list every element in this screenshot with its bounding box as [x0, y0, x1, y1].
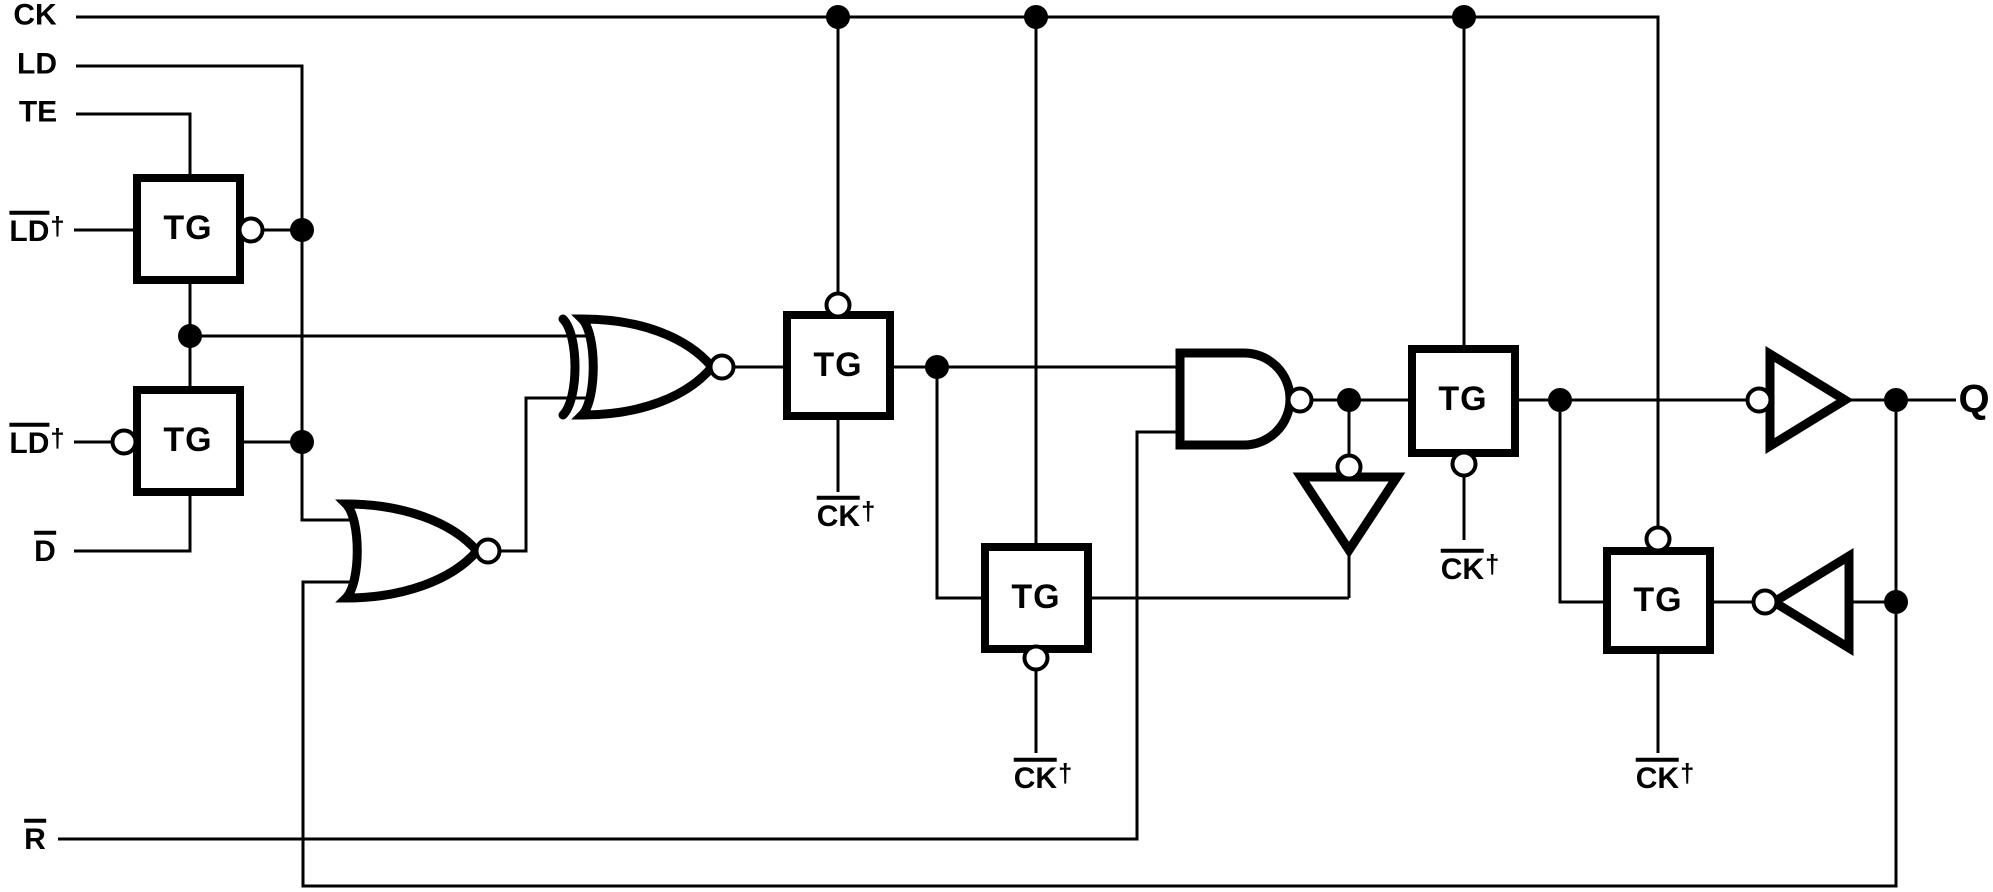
bubble-tg3-clock: [824, 291, 852, 319]
transmission-gate-d-load: [133, 386, 244, 496]
dagger-icon: †: [861, 497, 876, 526]
input-label-d-bar: D: [34, 530, 56, 568]
junction-ck-tg4: [1024, 5, 1048, 29]
bubble-tg5-clock: [1450, 450, 1478, 478]
junction-qfb-node: [1884, 590, 1908, 614]
dagger-icon: †: [1680, 759, 1695, 788]
dagger-icon: †: [1485, 550, 1500, 579]
master-feedback-inverter: [1292, 472, 1406, 559]
xnor-input-arc: [558, 314, 580, 420]
wire-dbar: [74, 490, 192, 553]
bubble-buffer-in: [1745, 386, 1773, 414]
junction-ck-tg3: [826, 5, 850, 29]
junction-node-a: [178, 324, 202, 348]
output-label-q: Q: [1958, 377, 1990, 421]
tg5-label: TG: [1438, 380, 1488, 419]
wire-ck-rail: [76, 15, 1660, 528]
input-label-te: TE: [18, 95, 58, 129]
wire-ld: [76, 64, 372, 522]
tg5-clock-label-ck-bar: CK†: [1440, 548, 1500, 586]
bubble-tg6-clock: [1644, 525, 1672, 553]
bubble-tg1-out: [237, 216, 265, 244]
bubble-xnor-out: [708, 353, 736, 381]
input-label-ld: LD: [17, 47, 57, 81]
bubble-tg2-in: [110, 428, 138, 456]
input-label-ld-bar-1: LD†: [9, 210, 65, 248]
wire-net: [58, 15, 1956, 888]
tg3-label: TG: [813, 346, 863, 385]
nor-gate: [335, 499, 483, 603]
wire-nor-out: [499, 396, 600, 553]
bubble-inv2-out: [1751, 588, 1779, 616]
transmission-gates: [133, 174, 1714, 654]
junction-slave-node: [1548, 388, 1572, 412]
junction-dots: [178, 5, 1908, 614]
junction-master-node: [925, 355, 949, 379]
tg1-label: TG: [163, 209, 213, 248]
wire-nor-feedback-rail: [301, 400, 1898, 888]
tg4-clock-label-ck-bar: CK†: [1013, 757, 1073, 795]
transmission-gate-master-feedback: [981, 543, 1092, 653]
wire-slave-latch-back: [1558, 400, 1609, 604]
tg2-label: TG: [163, 421, 213, 460]
wire-te: [76, 112, 192, 180]
bubble-inv1-in: [1335, 453, 1363, 481]
wire-master-node-down: [935, 367, 987, 600]
junction-q-node: [1884, 388, 1908, 412]
dagger-icon: †: [1058, 759, 1073, 788]
junction-ld-tg1: [290, 218, 314, 242]
input-label-ld-bar-2: LD†: [9, 422, 65, 460]
slave-feedback-inverter: [1765, 547, 1854, 657]
tg6-clock-label-ck-bar: CK†: [1635, 757, 1695, 795]
bubble-nand-out: [1286, 386, 1314, 414]
junction-nand-out: [1337, 388, 1361, 412]
tg3-clock-label-ck-bar: CK†: [816, 495, 876, 533]
tg4-label: TG: [1011, 578, 1061, 617]
nand-gate: [1175, 348, 1295, 450]
input-label-r-bar: R: [24, 818, 46, 856]
output-buffer: [1765, 345, 1854, 455]
dagger-icon: †: [50, 212, 65, 241]
tg6-label: TG: [1633, 581, 1683, 620]
junction-ck-tg5: [1452, 5, 1476, 29]
wire-rbar-to-nand: [58, 430, 1192, 841]
junction-ld-tg2: [290, 430, 314, 454]
xnor-gate: [558, 314, 718, 420]
inversion-bubbles: [110, 216, 1779, 672]
bubble-tg4-clock: [1022, 644, 1050, 672]
bubble-nor-out: [474, 537, 502, 565]
input-label-ck: CK: [13, 0, 57, 32]
dagger-icon: †: [50, 424, 65, 453]
